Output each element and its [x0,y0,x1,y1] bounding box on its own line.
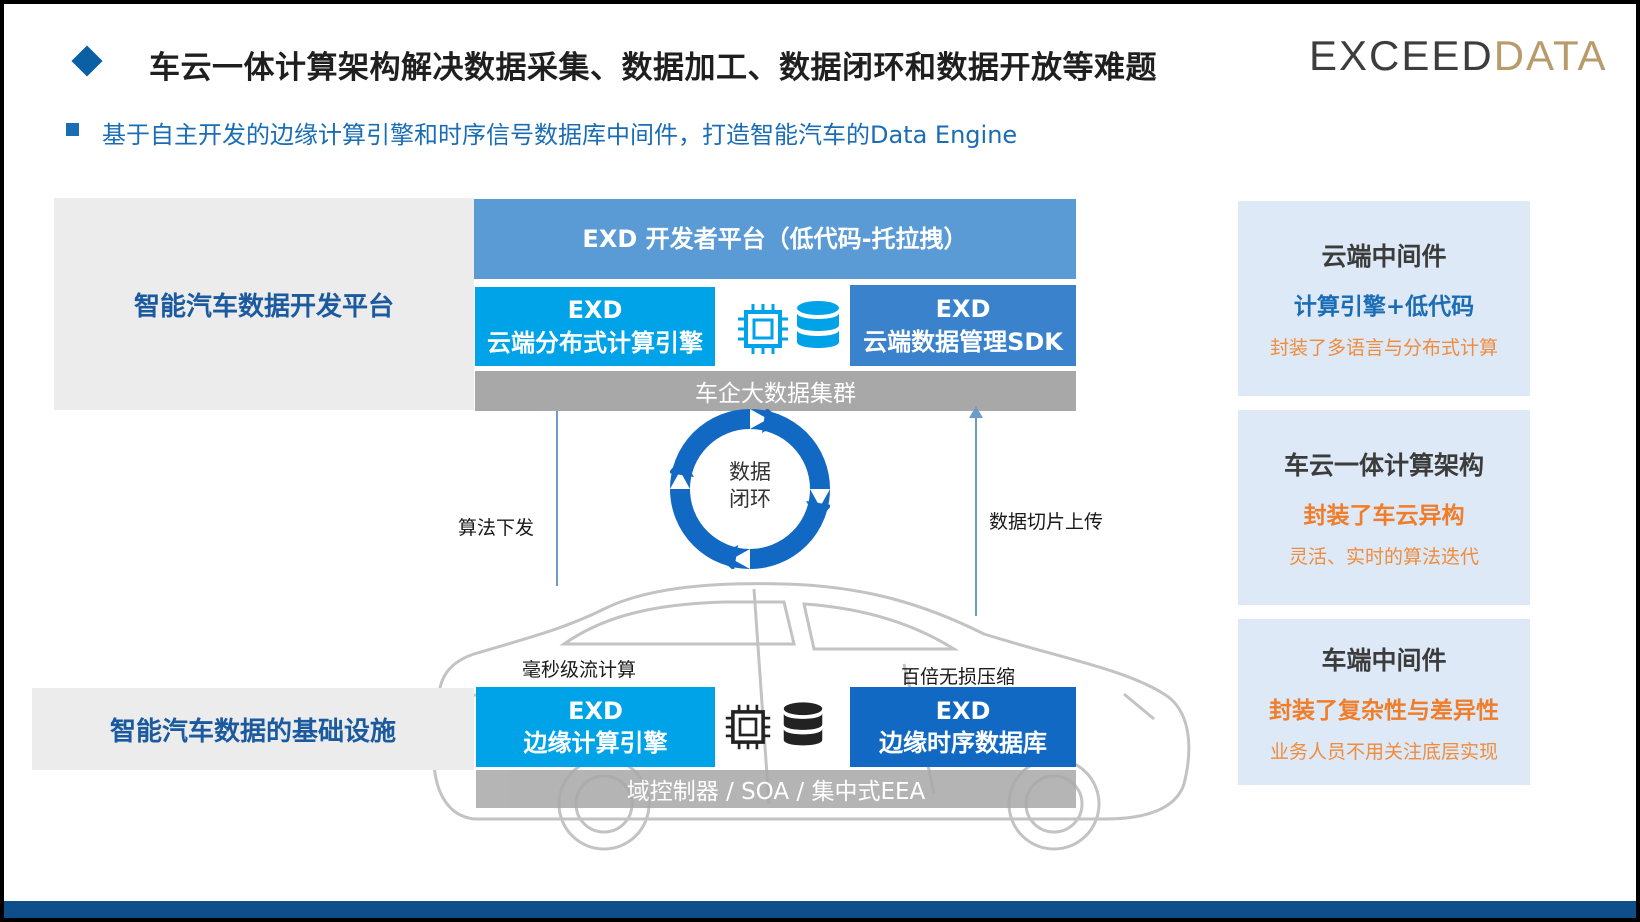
edge-engine-box: EXD 边缘计算引擎 [476,687,715,767]
side-card-cloud: 云端中间件 计算引擎+低代码 封装了多语言与分布式计算 [1238,201,1530,396]
side-card-main: 封装了复杂性与差异性 [1269,697,1499,724]
downlink-label: 算法下发 [458,517,535,539]
edge-db-box: EXD 边缘时序数据库 [850,687,1076,767]
edge-engine-line2: 边缘计算引擎 [523,729,668,757]
uplink-arrowhead-icon [969,406,983,418]
logo: EXCEEDDATA [1309,32,1608,80]
cloud-sdk-box: EXD 云端数据管理SDK [850,285,1076,366]
logo-part1: EXCEED [1309,32,1494,79]
cloud-engine-line1: EXD [567,296,623,325]
slide: 车云一体计算架构解决数据采集、数据加工、数据闭环和数据开放等难题 EXCEEDD… [4,4,1636,918]
side-card-vehicle: 车端中间件 封装了复杂性与差异性 业务人员不用关注底层实现 [1238,619,1530,785]
cluster-bar: 车企大数据集群 [475,371,1076,411]
square-bullet-icon [66,123,79,136]
cycle-label-line2: 闭环 [729,487,771,512]
side-card-sub: 业务人员不用关注底层实现 [1269,740,1498,763]
side-card-sub: 封装了多语言与分布式计算 [1269,337,1498,359]
cloud-engine-line2: 云端分布式计算引擎 [487,328,703,357]
refresh-cycle-icon [670,409,830,569]
cloud-engine-box: EXD 云端分布式计算引擎 [475,287,715,366]
side-card-main: 计算引擎+低代码 [1293,294,1475,320]
side-card-architecture: 车云一体计算架构 封装了车云异构 灵活、实时的算法迭代 [1238,410,1530,605]
edge-db-line2: 边缘时序数据库 [879,729,1047,757]
database-icon [783,702,823,746]
cloud-sdk-line1: EXD [935,295,991,324]
downlink-line [556,411,558,586]
cloud-sdk-line2: 云端数据管理SDK [863,327,1063,356]
cycle-label: 数据 闭环 [717,459,783,514]
page-title: 车云一体计算架构解决数据采集、数据加工、数据闭环和数据开放等难题 [149,50,1157,86]
edge-engine-line1: EXD [568,696,623,725]
dev-platform-box: EXD 开发者平台（低代码-托拉拽） [474,199,1076,279]
dev-platform-text: EXD 开发者平台（低代码-托拉拽） [582,224,968,253]
cloud-platform-label: 智能汽车数据开发平台 [54,198,474,410]
logo-part2: DATA [1493,32,1608,79]
stream-compute-label: 毫秒级流计算 [522,659,637,681]
cycle-label-line1: 数据 [729,460,771,484]
side-card-main: 封装了车云异构 [1303,503,1465,529]
uplink-line [975,416,977,616]
side-card-heading: 车云一体计算架构 [1283,451,1484,480]
chip-icon [725,704,771,750]
compression-label: 百倍无损压缩 [901,666,1016,688]
chip-icon [738,304,788,354]
footer-strip [4,901,1636,918]
edge-db-line1: EXD [935,696,991,725]
side-card-heading: 车端中间件 [1321,645,1447,675]
side-card-heading: 云端中间件 [1321,242,1447,271]
uplink-label: 数据切片上传 [989,511,1104,533]
database-icon [797,301,839,348]
subtitle: 基于自主开发的边缘计算引擎和时序信号数据库中间件，打造智能汽车的Data Eng… [102,121,1018,149]
side-card-sub: 灵活、实时的算法迭代 [1288,546,1479,568]
vehicle-infra-label: 智能汽车数据的基础设施 [32,688,474,770]
platform-bar: 域控制器 / SOA / 集中式EEA [476,770,1076,808]
